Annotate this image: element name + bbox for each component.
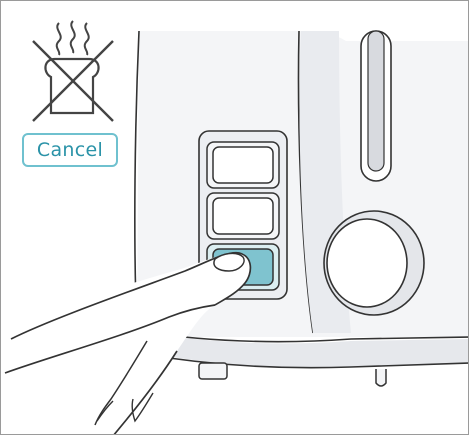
no-toast-icon [33,21,113,121]
toast-slot [361,31,391,181]
browning-knob [324,211,424,315]
cancel-button[interactable]: Cancel [22,133,118,167]
